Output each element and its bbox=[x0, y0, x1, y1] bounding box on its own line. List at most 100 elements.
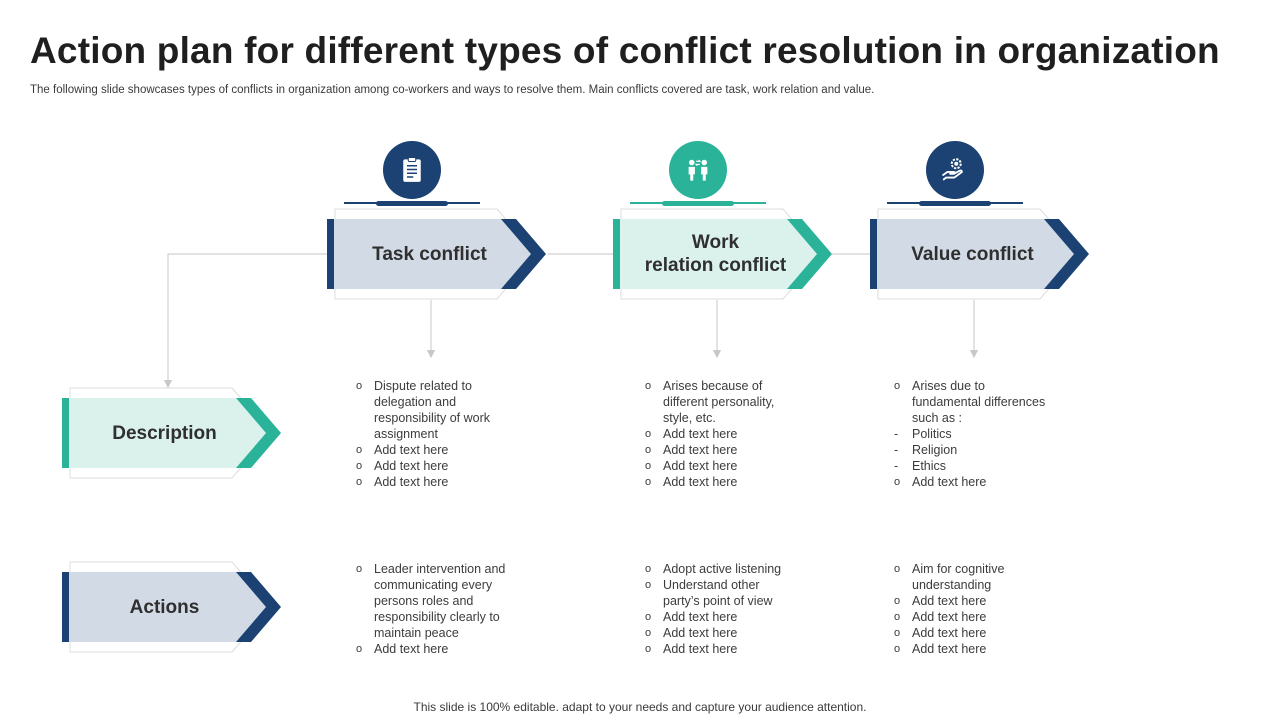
list-item-text: assignment bbox=[374, 427, 438, 441]
list-item-text: Add text here bbox=[374, 475, 449, 489]
list-item: o Understand other bbox=[645, 577, 835, 593]
bullet-marker: o bbox=[645, 428, 652, 440]
list-item: o Add text here bbox=[356, 641, 546, 657]
list-item: o Leader intervention and bbox=[356, 561, 546, 577]
list-item-text: understanding bbox=[912, 578, 992, 592]
list-item-text: Add text here bbox=[663, 610, 738, 624]
list-item-text: Adopt active listening bbox=[663, 562, 782, 576]
icon-underline-value bbox=[887, 201, 1023, 206]
list-item: different personality, bbox=[645, 394, 835, 410]
list-item: persons roles and bbox=[356, 593, 546, 609]
list-item-text: Add text here bbox=[663, 427, 738, 441]
list-item-text: party’s point of view bbox=[663, 594, 773, 608]
page-subtitle: The following slide showcases types of c… bbox=[30, 84, 875, 96]
list-item-text: Add text here bbox=[663, 642, 738, 656]
list-item-text: Add text here bbox=[663, 626, 738, 640]
value-conflict-header: Value conflict bbox=[870, 208, 1092, 301]
bullet-marker: o bbox=[894, 611, 901, 623]
list-item-text: Add text here bbox=[912, 475, 987, 489]
list-item-text: Dispute related to bbox=[374, 379, 472, 393]
list-item-text: fundamental differences bbox=[912, 395, 1046, 409]
list-item-text: Add text here bbox=[663, 475, 738, 489]
list-item-text: Add text here bbox=[912, 642, 987, 656]
list-item: party’s point of view bbox=[645, 593, 835, 609]
list-item: o Add text here bbox=[894, 474, 1084, 490]
list-item: delegation and bbox=[356, 394, 546, 410]
list-item-text: responsibility of work bbox=[374, 411, 491, 425]
description-task-list: o Dispute related to delegation and respons… bbox=[356, 378, 546, 490]
list-item: o Add text here bbox=[645, 609, 835, 625]
list-item-text: Add text here bbox=[912, 594, 987, 608]
hand-gear-icon bbox=[926, 141, 984, 199]
list-item: such as : bbox=[894, 410, 1084, 426]
bullet-marker: o bbox=[356, 380, 363, 392]
list-item: o Add text here bbox=[645, 458, 835, 474]
list-item: responsibility clearly to bbox=[356, 609, 546, 625]
bullet-marker: o bbox=[356, 563, 363, 575]
bullet-marker: o bbox=[645, 460, 652, 472]
connector-to-description bbox=[163, 253, 330, 389]
bullet-marker: - bbox=[894, 427, 899, 441]
icon-underline-work bbox=[630, 201, 766, 206]
list-item-text: Add text here bbox=[374, 642, 449, 656]
list-item-text: Add text here bbox=[663, 459, 738, 473]
list-item: communicating every bbox=[356, 577, 546, 593]
value-conflict-label: Value conflict bbox=[911, 243, 1034, 265]
work-relation-label-line1: Work bbox=[691, 232, 740, 253]
list-item-text: Add text here bbox=[663, 443, 738, 457]
list-item-text: Add text here bbox=[374, 459, 449, 473]
list-item-text: Ethics bbox=[912, 459, 947, 473]
list-item: o Add text here bbox=[645, 641, 835, 657]
bullet-marker: o bbox=[645, 643, 652, 655]
list-item: fundamental differences bbox=[894, 394, 1084, 410]
actions-label: Actions bbox=[129, 596, 200, 618]
list-item-text: maintain peace bbox=[374, 626, 459, 640]
bullet-marker: - bbox=[894, 459, 899, 473]
bullet-marker: o bbox=[894, 627, 901, 639]
bullet-marker: o bbox=[645, 563, 652, 575]
bullet-marker: o bbox=[894, 476, 901, 488]
task-conflict-header: Task conflict bbox=[327, 208, 549, 301]
bullet-marker: o bbox=[356, 460, 363, 472]
list-item: responsibility of work bbox=[356, 410, 546, 426]
list-item-text: Understand other bbox=[663, 578, 760, 592]
list-item: o Add text here bbox=[645, 426, 835, 442]
people-exchange-icon bbox=[669, 141, 727, 199]
description-row-header: Description bbox=[62, 387, 284, 480]
list-item: -Religion bbox=[894, 442, 1084, 458]
list-item: o Add text here bbox=[356, 458, 546, 474]
actions-row-header: Actions bbox=[62, 561, 284, 654]
task-conflict-label: Task conflict bbox=[372, 243, 487, 265]
bullet-marker: o bbox=[356, 476, 363, 488]
bullet-marker: o bbox=[645, 611, 652, 623]
work-relation-conflict-header: Work relation conflict bbox=[613, 208, 835, 301]
bullet-marker: o bbox=[645, 579, 652, 591]
list-item-text: responsibility clearly to bbox=[374, 610, 500, 624]
list-item-text: Add text here bbox=[912, 610, 987, 624]
bullet-marker: o bbox=[894, 595, 901, 607]
list-item-text: Politics bbox=[912, 427, 952, 441]
bullet-marker: o bbox=[356, 643, 363, 655]
list-item-text: persons roles and bbox=[374, 594, 474, 608]
list-item-text: Leader intervention and bbox=[374, 562, 506, 576]
icon-underline-task bbox=[344, 201, 480, 206]
list-item: o Add text here bbox=[356, 474, 546, 490]
list-item: maintain peace bbox=[356, 625, 546, 641]
list-item-text: Aim for cognitive bbox=[912, 562, 1005, 576]
bullet-marker: o bbox=[645, 380, 652, 392]
list-item-text: style, etc. bbox=[663, 411, 716, 425]
list-item-text: delegation and bbox=[374, 395, 457, 409]
list-item: understanding bbox=[894, 577, 1084, 593]
